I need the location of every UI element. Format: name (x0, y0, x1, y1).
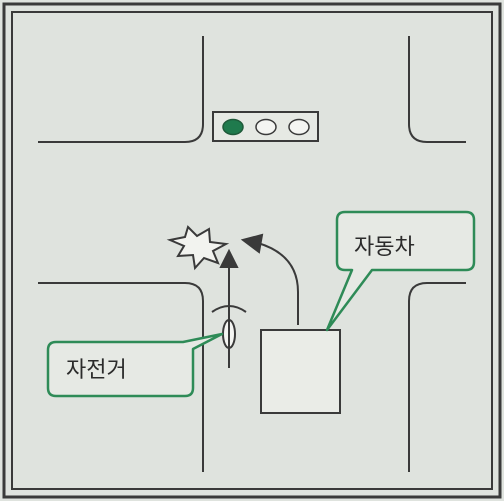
red-lamp-icon (288, 118, 310, 136)
car-callout (325, 210, 476, 332)
car-label: 자동차 (354, 235, 415, 260)
road-corner-bottom-right (408, 282, 466, 472)
bicycle-icon (211, 300, 247, 368)
right-turn-arrow-icon (240, 233, 299, 325)
bicycle-callout (46, 332, 224, 398)
car-icon (260, 329, 341, 414)
traffic-light (212, 111, 319, 142)
bicycle-label: 자전거 (66, 358, 127, 383)
road-corner-top-left (38, 36, 204, 143)
road-edges (38, 36, 466, 472)
road-corner-top-right (408, 36, 466, 143)
inner-frame (11, 11, 493, 490)
road-corner-bottom-left (38, 282, 204, 472)
collision-burst-icon (166, 225, 230, 271)
green-lamp-icon (222, 118, 244, 136)
yellow-lamp-icon (255, 118, 277, 136)
